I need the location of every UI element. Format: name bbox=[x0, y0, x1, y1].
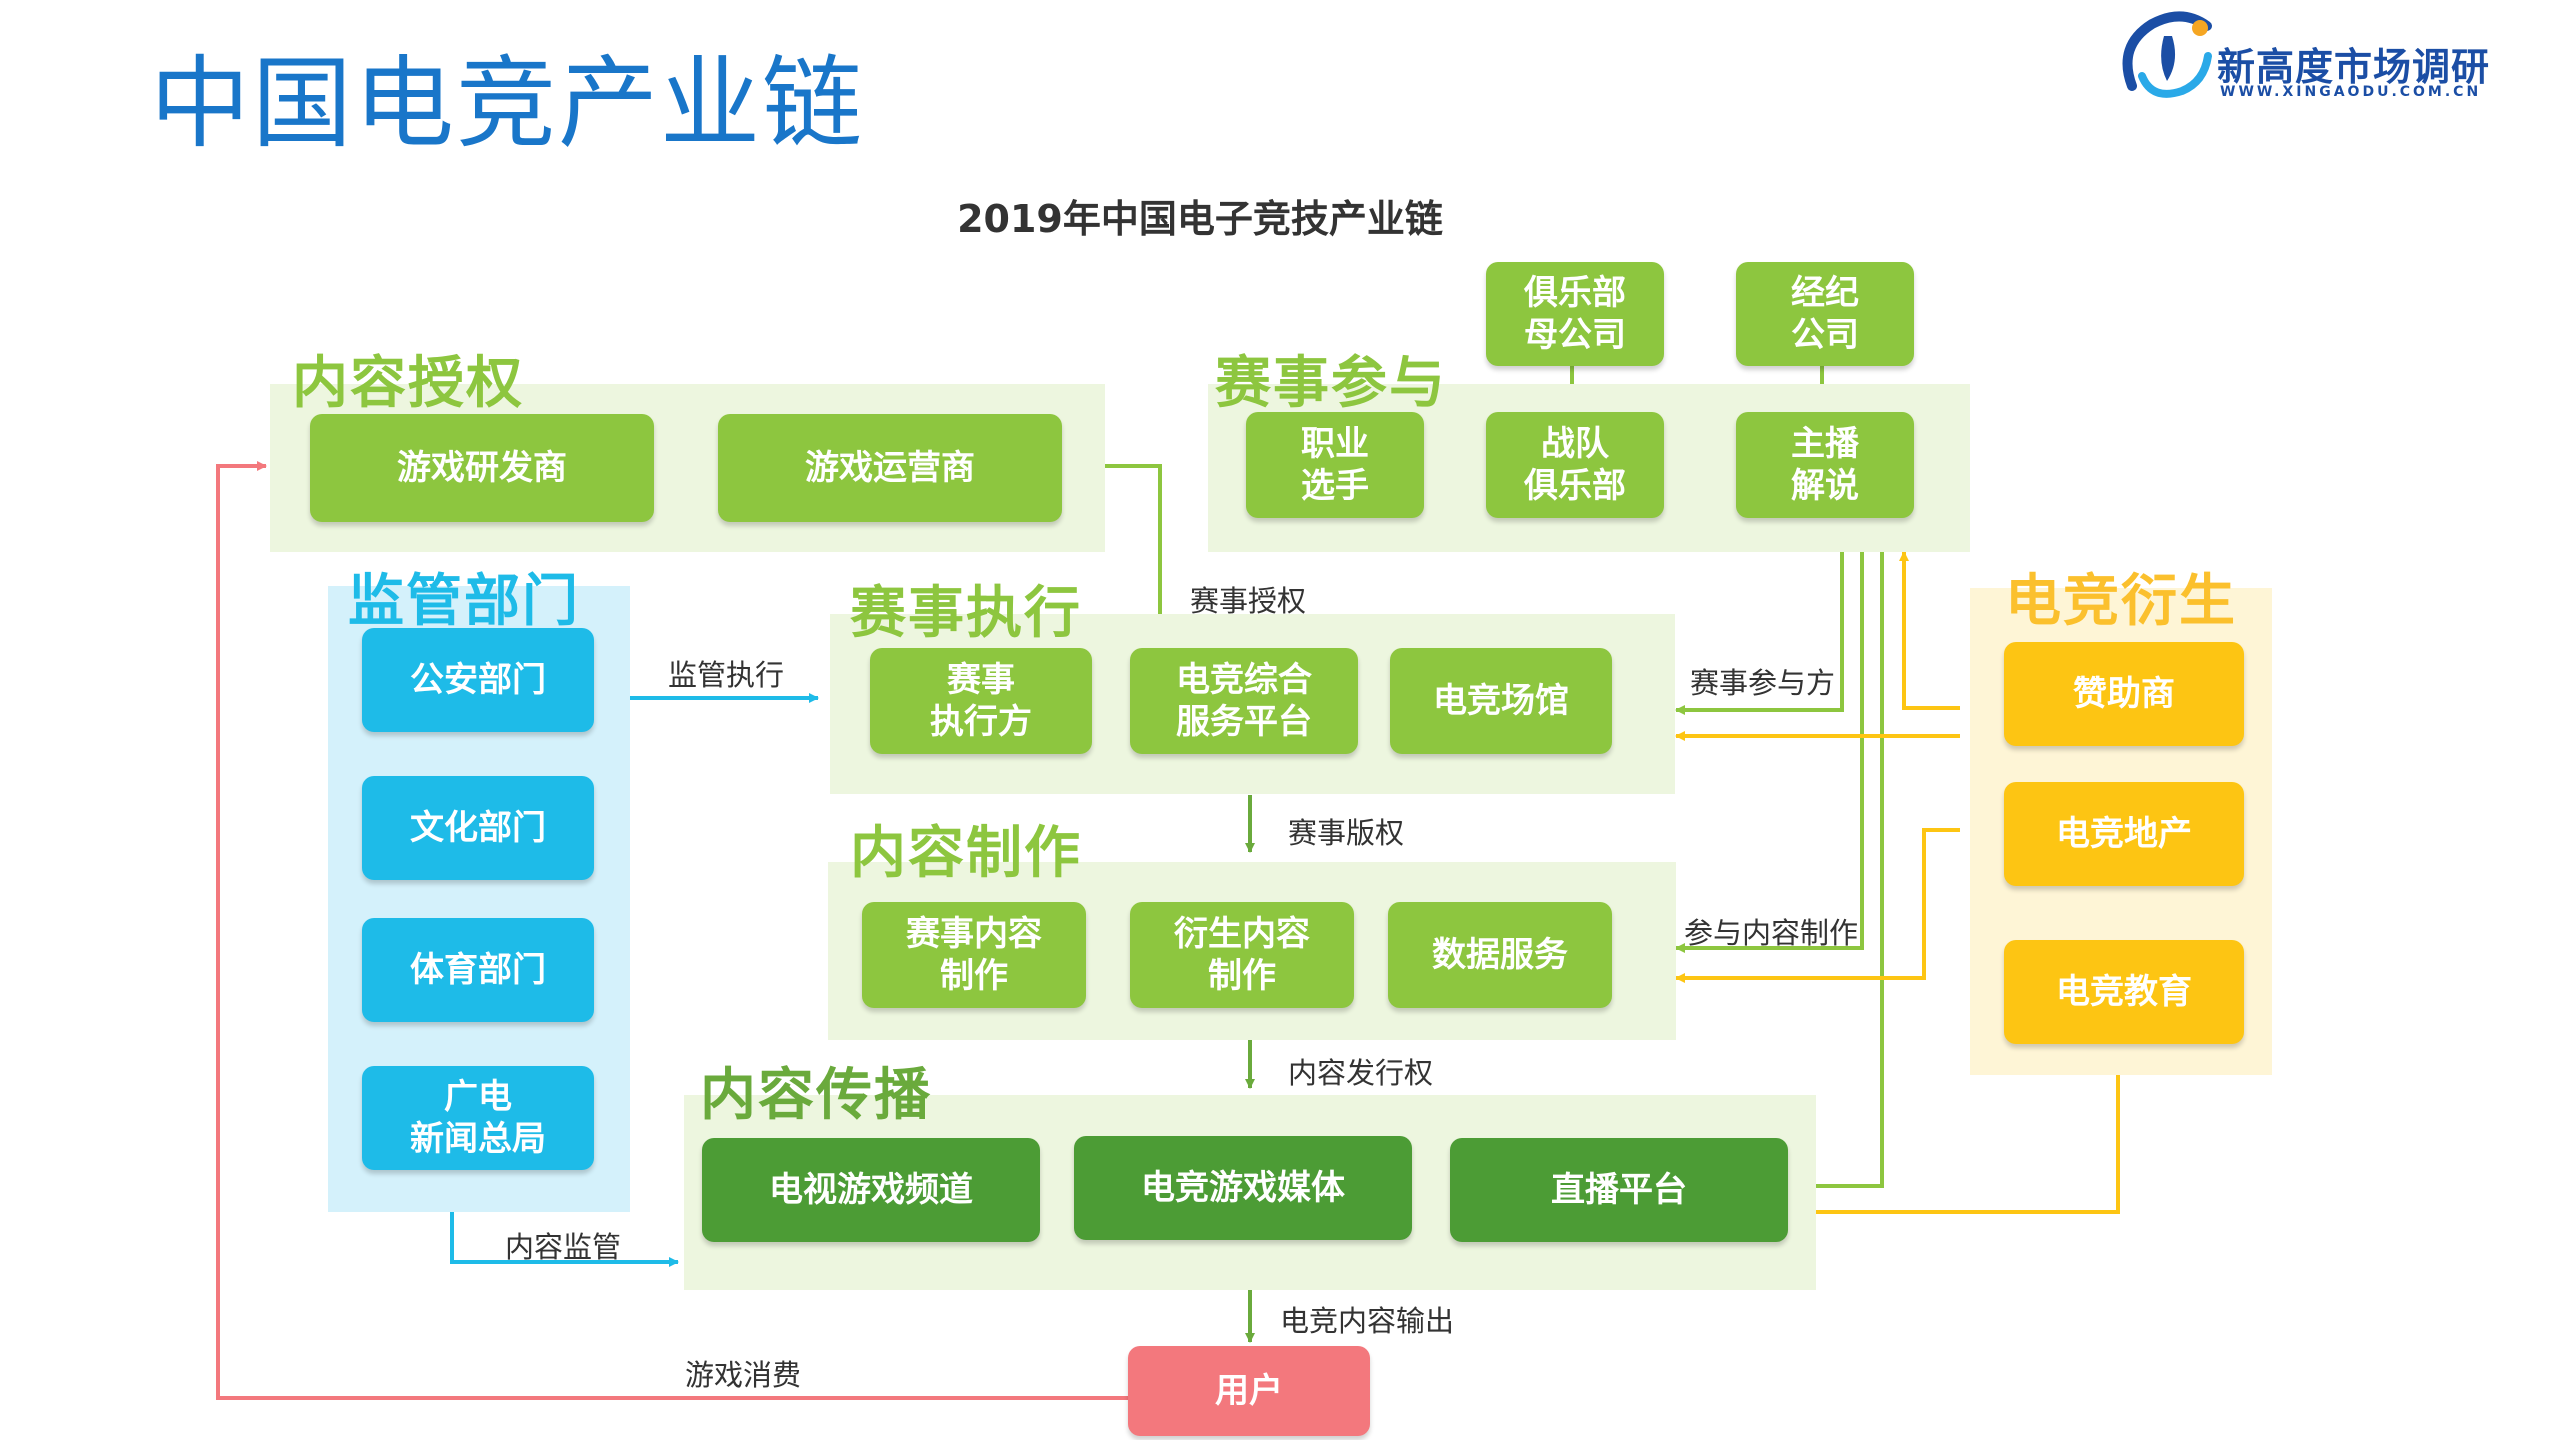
node-esports-real-estate: 电竞地产 bbox=[2004, 782, 2244, 886]
arrow-content-participation bbox=[1675, 550, 1864, 953]
node-event-executor: 赛事 执行方 bbox=[870, 648, 1092, 754]
node-esports-venue: 电竞场馆 bbox=[1390, 648, 1612, 754]
arrow-realestate-to-production bbox=[1675, 828, 1960, 983]
section-title-content-license: 内容授权 bbox=[292, 351, 524, 416]
node-esports-service-platform: 电竞综合 服务平台 bbox=[1130, 648, 1358, 754]
node-tv-game-channel: 电视游戏频道 bbox=[702, 1138, 1040, 1242]
arrow-to-live-platform-green bbox=[1799, 550, 1884, 1191]
node-live-platform: 直播平台 bbox=[1450, 1138, 1788, 1242]
arrow-event-license bbox=[1100, 464, 1165, 643]
label-content-supervision: 内容监管 bbox=[505, 1230, 622, 1264]
label-event-license: 赛事授权 bbox=[1190, 584, 1307, 618]
section-title-content-distribution: 内容传播 bbox=[700, 1063, 932, 1128]
node-data-service: 数据服务 bbox=[1388, 902, 1612, 1008]
section-title-derivatives: 电竞衍生 bbox=[2005, 569, 2237, 634]
label-content-output: 电竞内容输出 bbox=[1280, 1304, 1455, 1338]
diagram-title: 2019年中国电子竞技产业链 bbox=[957, 197, 1443, 241]
section-title-event-execution: 赛事执行 bbox=[850, 581, 1082, 646]
logo: 新高度市场调研 WWW.XINGAODU.COM.CN bbox=[2112, 6, 2489, 106]
logo-mark-icon bbox=[2122, 11, 2212, 98]
label-game-consumption: 游戏消费 bbox=[685, 1358, 802, 1392]
label-supervision: 监管执行 bbox=[668, 658, 785, 692]
label-content-participation: 参与内容制作 bbox=[1684, 916, 1859, 950]
node-esports-game-media: 电竞游戏媒体 bbox=[1074, 1136, 1412, 1240]
node-event-content-production: 赛事内容 制作 bbox=[862, 902, 1086, 1008]
node-club-parent-company: 俱乐部 母公司 bbox=[1486, 262, 1664, 366]
arrow-game-consumption bbox=[216, 461, 1128, 1400]
section-title-regulators: 监管部门 bbox=[348, 569, 580, 634]
node-pro-player: 职业 选手 bbox=[1246, 412, 1424, 518]
arrow-sponsor-to-host bbox=[1899, 551, 1960, 710]
logo-name: 新高度市场调研 bbox=[2217, 45, 2491, 89]
page-title: 中国电竞产业链 bbox=[150, 45, 864, 162]
node-game-developer: 游戏研发商 bbox=[310, 414, 654, 522]
section-title-event-participation: 赛事参与 bbox=[1215, 351, 1447, 416]
label-distribution-rights: 内容发行权 bbox=[1288, 1056, 1434, 1090]
node-culture-dept: 文化部门 bbox=[362, 776, 594, 880]
arrow-derivatives-to-distribution bbox=[1799, 1075, 2120, 1217]
node-sports-dept: 体育部门 bbox=[362, 918, 594, 1022]
node-derivative-content-production: 衍生内容 制作 bbox=[1130, 902, 1354, 1008]
arrow-content-supervision bbox=[450, 1212, 679, 1267]
node-agency-company: 经纪 公司 bbox=[1736, 262, 1914, 366]
section-title-content-production: 内容制作 bbox=[850, 821, 1082, 886]
label-event-copyright: 赛事版权 bbox=[1288, 816, 1405, 850]
node-game-operator: 游戏运营商 bbox=[718, 414, 1062, 522]
node-sarft: 广电 新闻总局 bbox=[362, 1066, 594, 1170]
label-event-participants: 赛事参与方 bbox=[1690, 666, 1836, 700]
arrow-event-participants bbox=[1675, 550, 1844, 715]
logo-url: WWW.XINGAODU.COM.CN bbox=[2220, 84, 2482, 100]
node-team-club: 战队 俱乐部 bbox=[1486, 412, 1664, 518]
node-host-commentator: 主播 解说 bbox=[1736, 412, 1914, 518]
node-public-security: 公安部门 bbox=[362, 628, 594, 732]
node-user: 用户 bbox=[1128, 1346, 1370, 1436]
node-esports-education: 电竞教育 bbox=[2004, 940, 2244, 1044]
node-sponsor: 赞助商 bbox=[2004, 642, 2244, 746]
